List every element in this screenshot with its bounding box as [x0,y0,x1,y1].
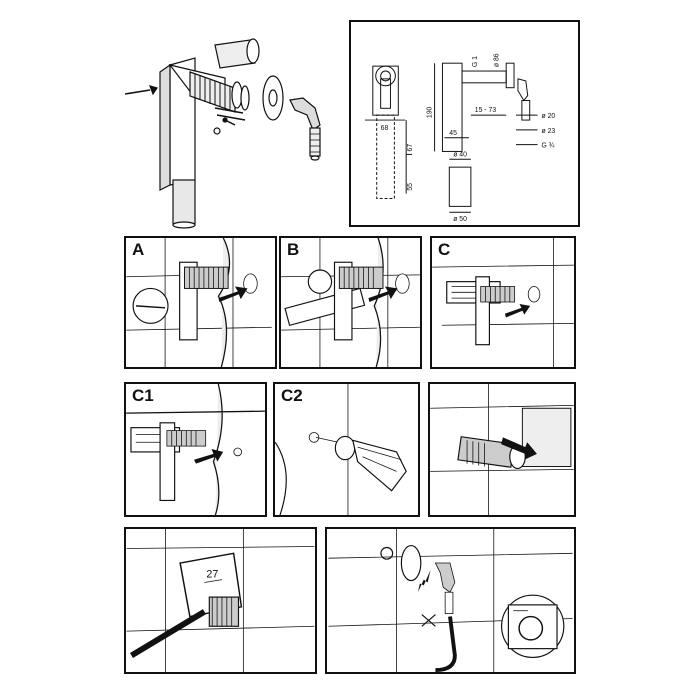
panel-label: C1 [132,386,154,405]
drill-icon [352,439,407,492]
cut-length-label: 27 [206,569,218,581]
panel-cut: 27 [124,527,317,674]
dimension-drawing-panel: 68 67 55 190 45 15 - 73 G 1 ø 86 ø 40 ø … [349,20,580,227]
siphon-exploded-drawing [124,38,321,229]
svg-text:67: 67 [407,144,414,152]
saw-icon [179,552,243,618]
svg-text:45: 45 [449,130,457,137]
arrow-icon [218,286,248,303]
svg-text:ø 23: ø 23 [541,128,555,135]
svg-text:190: 190 [427,106,434,118]
svg-text:ø 40: ø 40 [453,151,467,158]
panel-label: B [287,240,300,259]
panel-b: B [279,236,422,369]
svg-text:68: 68 [381,125,389,132]
arrow-icon [194,449,224,464]
cross-icon [421,614,436,627]
arrow-icon [417,569,431,593]
svg-text:ø 50: ø 50 [453,216,467,223]
arrow-icon [368,286,398,303]
panel-label: C [438,240,451,259]
panel-a: A [124,236,277,369]
svg-text:ø 86: ø 86 [493,53,500,67]
svg-text:G ¾: G ¾ [541,143,554,150]
svg-text:G 1: G 1 [472,56,479,67]
svg-text:ø 20: ø 20 [541,113,555,120]
exploded-view [124,30,345,230]
washing-machine-icon [507,604,558,650]
svg-text:55: 55 [407,183,414,191]
panel-label: C2 [281,386,303,405]
arrow-icon [504,303,531,318]
dimension-drawing: 68 67 55 190 45 15 - 73 G 1 ø 86 ø 40 ø … [364,53,555,223]
panel-connect [325,527,576,674]
panel-remove [428,382,576,517]
panel-c2: C2 [273,382,420,517]
svg-text:15 - 73: 15 - 73 [475,107,497,114]
panel-c1: C1 [124,382,267,517]
panel-label: A [132,240,145,259]
panel-c: C [430,236,576,369]
arrow-icon [501,437,537,460]
